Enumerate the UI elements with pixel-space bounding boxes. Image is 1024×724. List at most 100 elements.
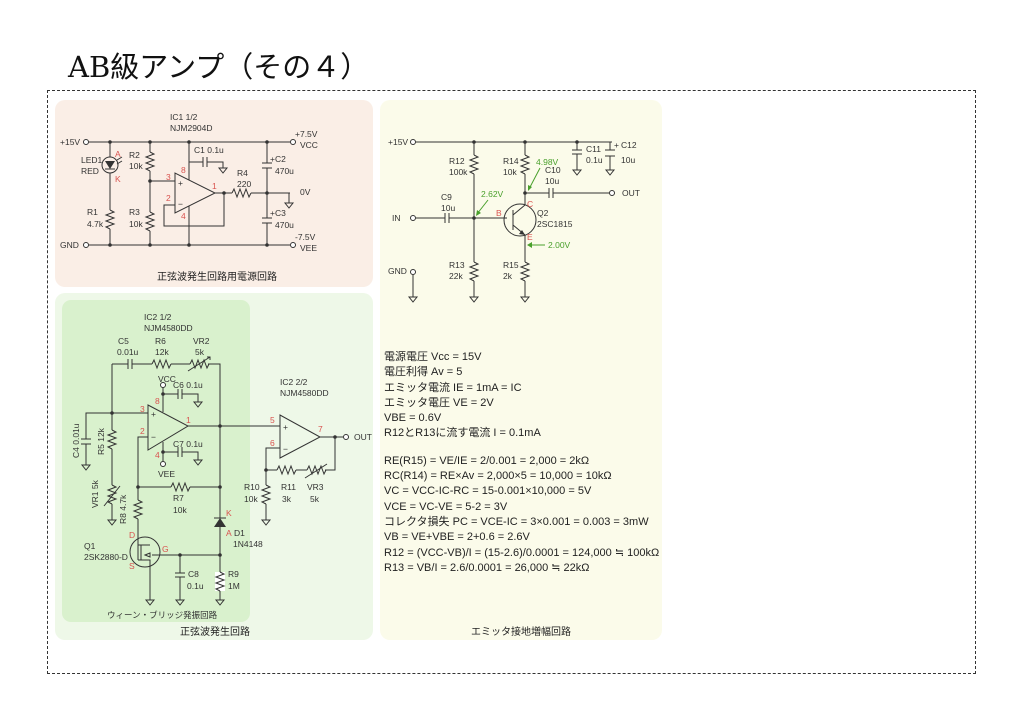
svg-text:VEE: VEE	[158, 469, 175, 479]
svg-text:4: 4	[155, 450, 160, 460]
svg-text:2SC1815: 2SC1815	[537, 219, 573, 229]
resistor-icon	[170, 481, 191, 493]
svg-text:10k: 10k	[244, 494, 258, 504]
svg-text:−: −	[283, 444, 288, 454]
svg-text:4.98V: 4.98V	[536, 157, 559, 167]
page-title: AB級アンプ（その４）	[68, 50, 370, 84]
oscillator-circuit	[80, 356, 349, 606]
svg-text:R8 4.7k: R8 4.7k	[118, 494, 128, 524]
opamp-ic1	[174, 172, 217, 214]
svg-text:B: B	[496, 208, 502, 218]
resistor-icon	[151, 358, 172, 370]
svg-text:R6: R6	[155, 336, 166, 346]
svg-text:IC2 2/2: IC2 2/2	[280, 377, 308, 387]
svg-text:0.1u: 0.1u	[586, 155, 603, 165]
note-line: VC = VCC-IC-RC = 15-0.001×10,000 = 5V	[384, 485, 592, 498]
note-line: エミッタ電圧 VE = 2V	[384, 396, 494, 409]
svg-text:22k: 22k	[449, 271, 463, 281]
opamp-ic2b	[279, 414, 322, 459]
svg-text:+C2: +C2	[270, 154, 286, 164]
svg-text:C5: C5	[118, 336, 129, 346]
dashed-frame	[47, 90, 976, 674]
diode-icon	[214, 517, 226, 527]
svg-text:IN: IN	[392, 213, 401, 223]
note-line: R13 = VB/I = 2.6/0.0001 = 26,000 ≒ 22kΩ	[384, 561, 590, 574]
svg-text:6: 6	[270, 438, 275, 448]
resistor-icon	[144, 211, 156, 232]
jfet-icon	[129, 535, 220, 585]
svg-text:+: +	[151, 409, 156, 419]
svg-text:10u: 10u	[441, 203, 455, 213]
svg-text:10u: 10u	[621, 155, 635, 165]
svg-text:1: 1	[212, 181, 217, 191]
svg-text:E: E	[527, 232, 533, 242]
svg-text:VCC: VCC	[158, 374, 176, 384]
svg-text:D1: D1	[234, 528, 245, 538]
svg-text:VR2: VR2	[193, 336, 210, 346]
svg-text:0.01u: 0.01u	[117, 347, 139, 357]
note-line: RC(R14) = RE×Av = 2,000×5 = 10,000 = 10k…	[384, 470, 612, 483]
opamp-ic2a	[147, 404, 190, 451]
resistor-icon	[468, 261, 480, 282]
svg-text:OUT: OUT	[622, 188, 640, 198]
svg-text:10k: 10k	[129, 219, 143, 229]
svg-text:+C3: +C3	[270, 208, 286, 218]
svg-text:10k: 10k	[503, 167, 517, 177]
svg-text:5k: 5k	[310, 494, 320, 504]
psu-circuit	[83, 139, 296, 248]
design-notes: 電源電圧 Vcc = 15V 電圧利得 Av = 5 エミッタ電流 IE = 1…	[384, 350, 659, 576]
svg-text:R3: R3	[129, 207, 140, 217]
svg-text:1N4148: 1N4148	[233, 539, 263, 549]
svg-text:1M: 1M	[228, 581, 240, 591]
svg-text:R1: R1	[87, 207, 98, 217]
svg-text:470u: 470u	[275, 220, 294, 230]
svg-text:R14: R14	[503, 156, 519, 166]
svg-text:Q1: Q1	[84, 541, 96, 551]
svg-text:2SK2880-D: 2SK2880-D	[84, 552, 128, 562]
svg-text:VCC: VCC	[300, 140, 318, 150]
svg-text:4.7k: 4.7k	[87, 219, 104, 229]
note-line: VBE = 0.6V	[384, 412, 442, 425]
svg-text:RED: RED	[81, 166, 99, 176]
svg-text:+: +	[283, 422, 288, 432]
svg-text:2k: 2k	[503, 271, 513, 281]
resistor-icon	[132, 499, 144, 520]
svg-text:C10: C10	[545, 165, 561, 175]
svg-text:K: K	[226, 508, 232, 518]
emitter-amp-panel	[380, 100, 662, 640]
svg-text:R12: R12	[449, 156, 465, 166]
svg-text:VR3: VR3	[307, 482, 324, 492]
resistor-icon	[106, 429, 118, 450]
resistor-icon	[519, 261, 531, 282]
svg-text:C4 0.01u: C4 0.01u	[71, 423, 81, 458]
svg-text:R7: R7	[173, 493, 184, 503]
svg-text:D: D	[129, 530, 135, 540]
svg-text:4: 4	[181, 211, 186, 221]
svg-text:G: G	[162, 544, 169, 554]
svg-text:1: 1	[186, 415, 191, 425]
svg-text:0.1u: 0.1u	[187, 581, 204, 591]
svg-text:R2: R2	[129, 150, 140, 160]
osc-caption: 正弦波発生回路	[180, 625, 250, 638]
resistor-icon	[306, 464, 327, 476]
svg-text:VR1 5k: VR1 5k	[90, 479, 100, 508]
svg-text:A: A	[226, 528, 232, 538]
note-line: VCE = VC-VE = 5-2 = 3V	[384, 500, 508, 513]
note-line: RE(R15) = VE/IE = 2/0.001 = 2,000 = 2kΩ	[384, 454, 590, 467]
resistor-icon	[104, 209, 116, 230]
svg-text:GND: GND	[388, 266, 407, 276]
svg-text:GND: GND	[60, 240, 79, 250]
svg-text:LED1: LED1	[81, 155, 103, 165]
wien-bridge-panel	[62, 300, 250, 622]
svg-text:R15: R15	[503, 260, 519, 270]
svg-text:R10: R10	[244, 482, 260, 492]
resistor-icon	[519, 154, 531, 175]
note-line: R12とR13に流す電流 I = 0.1mA	[384, 427, 541, 440]
wien-caption: ウィーン・ブリッジ発振回路	[107, 610, 218, 620]
svg-text:R11: R11	[281, 482, 296, 492]
resistor-icon	[468, 154, 480, 175]
svg-text:8: 8	[181, 165, 186, 175]
svg-text:8: 8	[155, 396, 160, 406]
svg-text:3: 3	[166, 172, 171, 182]
